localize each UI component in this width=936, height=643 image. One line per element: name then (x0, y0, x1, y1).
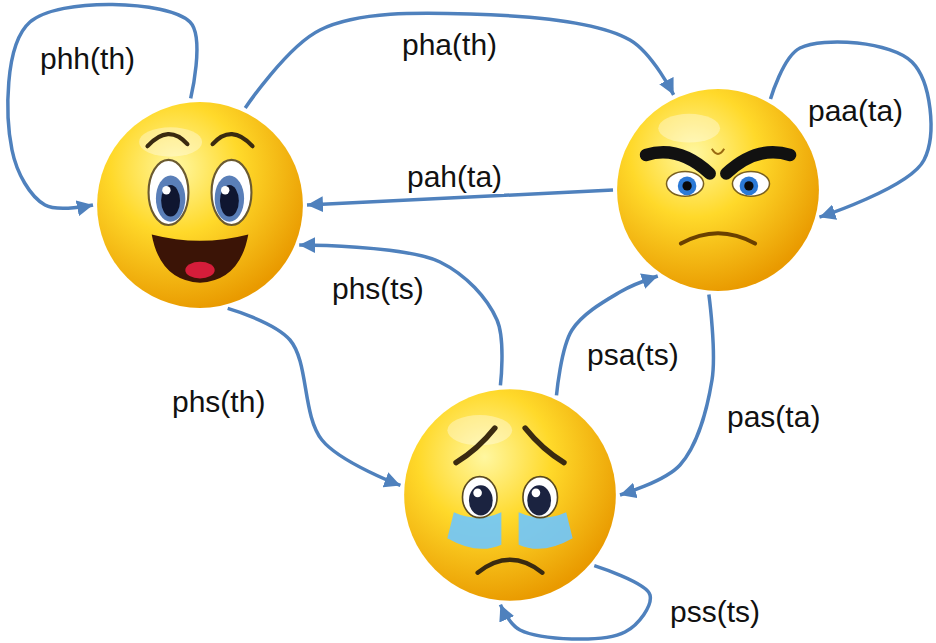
mouth (152, 234, 249, 282)
mouth (478, 560, 543, 573)
face-drawing (402, 387, 618, 603)
transition-probability: pha(th) (400, 28, 499, 62)
eye-glint (473, 489, 482, 498)
transition-probability: pah(ta) (405, 160, 504, 194)
face-drawing (95, 100, 305, 310)
face-shine (658, 114, 720, 143)
mouth (681, 233, 755, 243)
iris (740, 177, 759, 196)
transition-probability: phs(ts) (330, 272, 426, 306)
face-disc (97, 102, 303, 308)
transition-probability: pss(ts) (668, 595, 762, 629)
eye-white (667, 171, 704, 196)
eyebrow (213, 134, 253, 146)
face-drawing (615, 87, 821, 293)
iris (215, 176, 244, 222)
eyebrow (456, 428, 495, 463)
transition-arrow (620, 295, 713, 495)
emotion-face (402, 387, 618, 603)
transition-probability: pas(ta) (725, 400, 822, 434)
emotion-face (615, 87, 821, 293)
tongue (185, 262, 214, 279)
face-disc (404, 389, 616, 601)
transition-arrow (556, 276, 657, 395)
eye-glint (162, 186, 170, 194)
emotion-face (95, 100, 305, 310)
eyebrow (148, 134, 188, 146)
eye-white (732, 171, 769, 196)
wrinkle (712, 149, 724, 154)
eyebrow (726, 152, 790, 173)
eye-white (212, 160, 252, 225)
pupil (682, 181, 691, 190)
transition-probability: paa(ta) (806, 94, 905, 128)
eye-white (462, 477, 497, 518)
tear (447, 512, 501, 549)
transition-arrow (299, 245, 502, 385)
tear (519, 512, 573, 549)
face-disc (617, 89, 819, 291)
pupil (469, 485, 493, 515)
pupil (744, 181, 753, 190)
eyebrow (525, 428, 564, 463)
eye-glint (532, 489, 541, 498)
pupil (527, 485, 551, 515)
iris (678, 177, 697, 196)
face-shine (139, 127, 202, 156)
transition-probability: psa(ts) (585, 338, 681, 372)
eye-white (523, 477, 558, 518)
eye-glint (221, 186, 229, 194)
iris (156, 176, 185, 222)
pupil (161, 185, 180, 217)
transition-probability: phs(th) (170, 385, 267, 419)
transition-probability: phh(th) (38, 42, 137, 76)
pupil (220, 185, 239, 217)
eye-white (149, 160, 189, 225)
transition-arrow (245, 13, 673, 108)
eyebrow (646, 152, 710, 173)
